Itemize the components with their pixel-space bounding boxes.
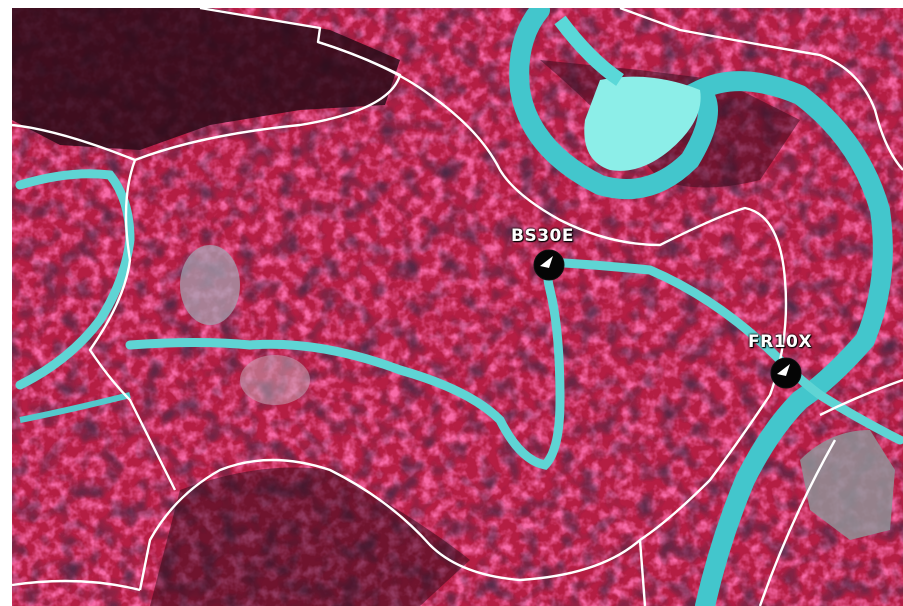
clearing-east: [800, 430, 895, 540]
main-river: [509, 0, 893, 606]
clearing-west: [180, 245, 240, 325]
clearing-centre: [240, 355, 310, 405]
dark-shadow-nw: [12, 8, 400, 150]
stream-west-branch: [19, 392, 131, 423]
parcel-boundaries: [11, 6, 903, 606]
marker-pointer-icon: [777, 364, 790, 376]
site-label-fr10x: FR10X: [748, 332, 812, 352]
dark-shadow-south: [150, 467, 470, 606]
river-north-arm: [554, 15, 624, 86]
left-frame-edge: [0, 0, 12, 606]
site-marker-bs30e[interactable]: [533, 249, 565, 281]
top-frame-edge: [0, 0, 903, 8]
site-marker-fr10x[interactable]: [770, 357, 802, 389]
site-label-bs30e: BS30E: [511, 226, 574, 246]
lake: [584, 76, 701, 171]
marker-pointer-icon: [540, 256, 553, 268]
tributary-stream: [15, 169, 903, 470]
